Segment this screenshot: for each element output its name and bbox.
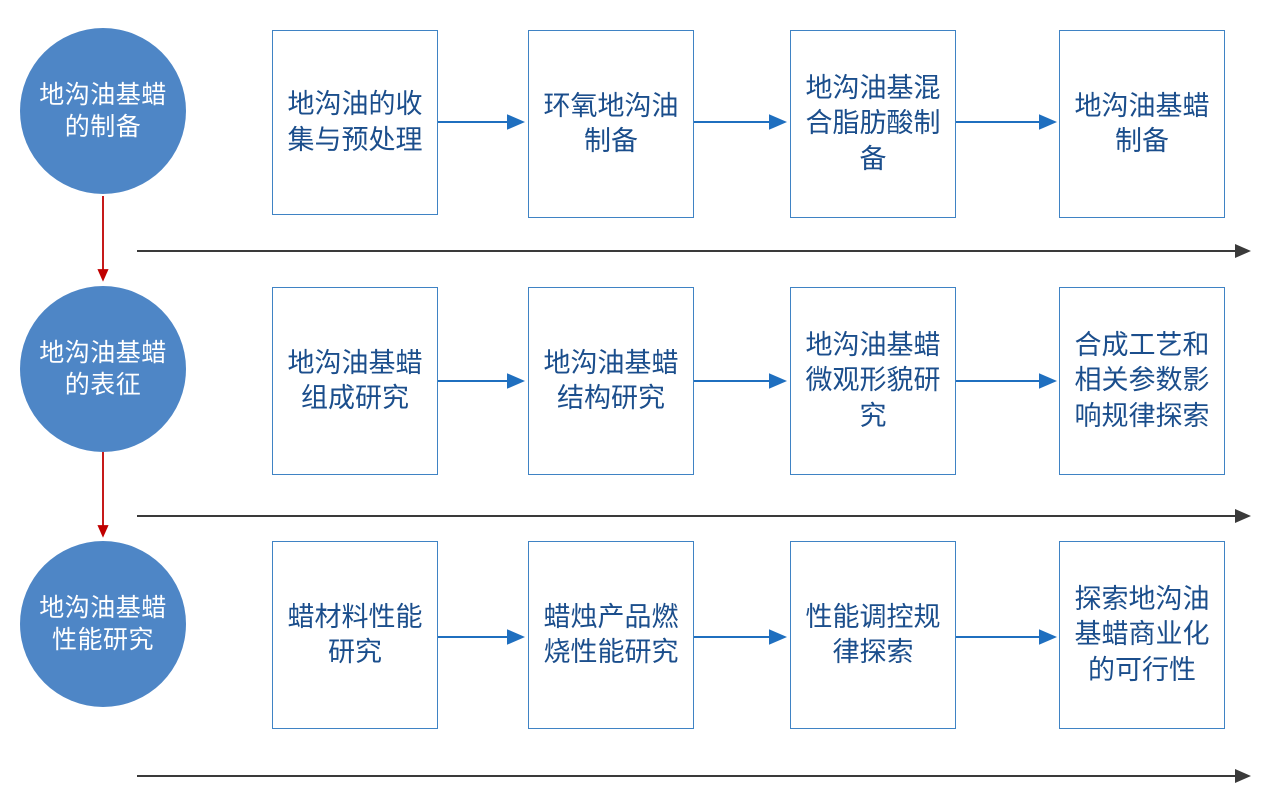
process-box-label: 探索地沟油基蜡商业化的可行性 bbox=[1074, 584, 1210, 685]
process-box-label: 地沟油基混合脂肪酸制备 bbox=[805, 73, 941, 174]
process-box-r3-s2[interactable]: 蜡烛产品燃烧性能研究 bbox=[528, 541, 694, 729]
process-box-label: 地沟油基蜡结构研究 bbox=[543, 347, 679, 413]
process-box-label: 性能调控规律探索 bbox=[805, 601, 941, 667]
process-box-label: 蜡材料性能研究 bbox=[287, 601, 423, 667]
stage-label: 地沟油基蜡的表征 bbox=[39, 339, 167, 399]
process-box-r1-s3[interactable]: 地沟油基混合脂肪酸制备 bbox=[790, 30, 956, 218]
process-box-r2-s2[interactable]: 地沟油基蜡结构研究 bbox=[528, 287, 694, 475]
process-box-r2-s3[interactable]: 地沟油基蜡微观形貌研究 bbox=[790, 287, 956, 475]
process-box-label: 合成工艺和相关参数影响规律探索 bbox=[1074, 330, 1210, 431]
process-box-label: 环氧地沟油制备 bbox=[543, 90, 679, 156]
process-box-r3-s1[interactable]: 蜡材料性能研究 bbox=[272, 541, 438, 729]
process-box-r3-s4[interactable]: 探索地沟油基蜡商业化的可行性 bbox=[1059, 541, 1225, 729]
process-box-label: 地沟油基蜡制备 bbox=[1074, 90, 1210, 156]
process-box-label: 地沟油基蜡组成研究 bbox=[287, 347, 423, 413]
stage-circle-2[interactable]: 地沟油基蜡的表征 bbox=[20, 286, 186, 452]
process-box-r1-s1[interactable]: 地沟油的收集与预处理 bbox=[272, 30, 438, 215]
process-box-r1-s4[interactable]: 地沟油基蜡制备 bbox=[1059, 30, 1225, 218]
stage-label: 地沟油基蜡的制备 bbox=[39, 81, 167, 141]
process-box-r2-s4[interactable]: 合成工艺和相关参数影响规律探索 bbox=[1059, 287, 1225, 475]
stage-circle-3[interactable]: 地沟油基蜡性能研究 bbox=[20, 541, 186, 707]
process-box-label: 地沟油基蜡微观形貌研究 bbox=[805, 330, 941, 431]
stage-label: 地沟油基蜡性能研究 bbox=[39, 594, 167, 654]
process-box-label: 地沟油的收集与预处理 bbox=[287, 89, 423, 155]
process-box-r1-s2[interactable]: 环氧地沟油制备 bbox=[528, 30, 694, 218]
process-box-label: 蜡烛产品燃烧性能研究 bbox=[543, 601, 679, 667]
stage-circle-1[interactable]: 地沟油基蜡的制备 bbox=[20, 28, 186, 194]
process-box-r3-s3[interactable]: 性能调控规律探索 bbox=[790, 541, 956, 729]
process-box-r2-s1[interactable]: 地沟油基蜡组成研究 bbox=[272, 287, 438, 475]
